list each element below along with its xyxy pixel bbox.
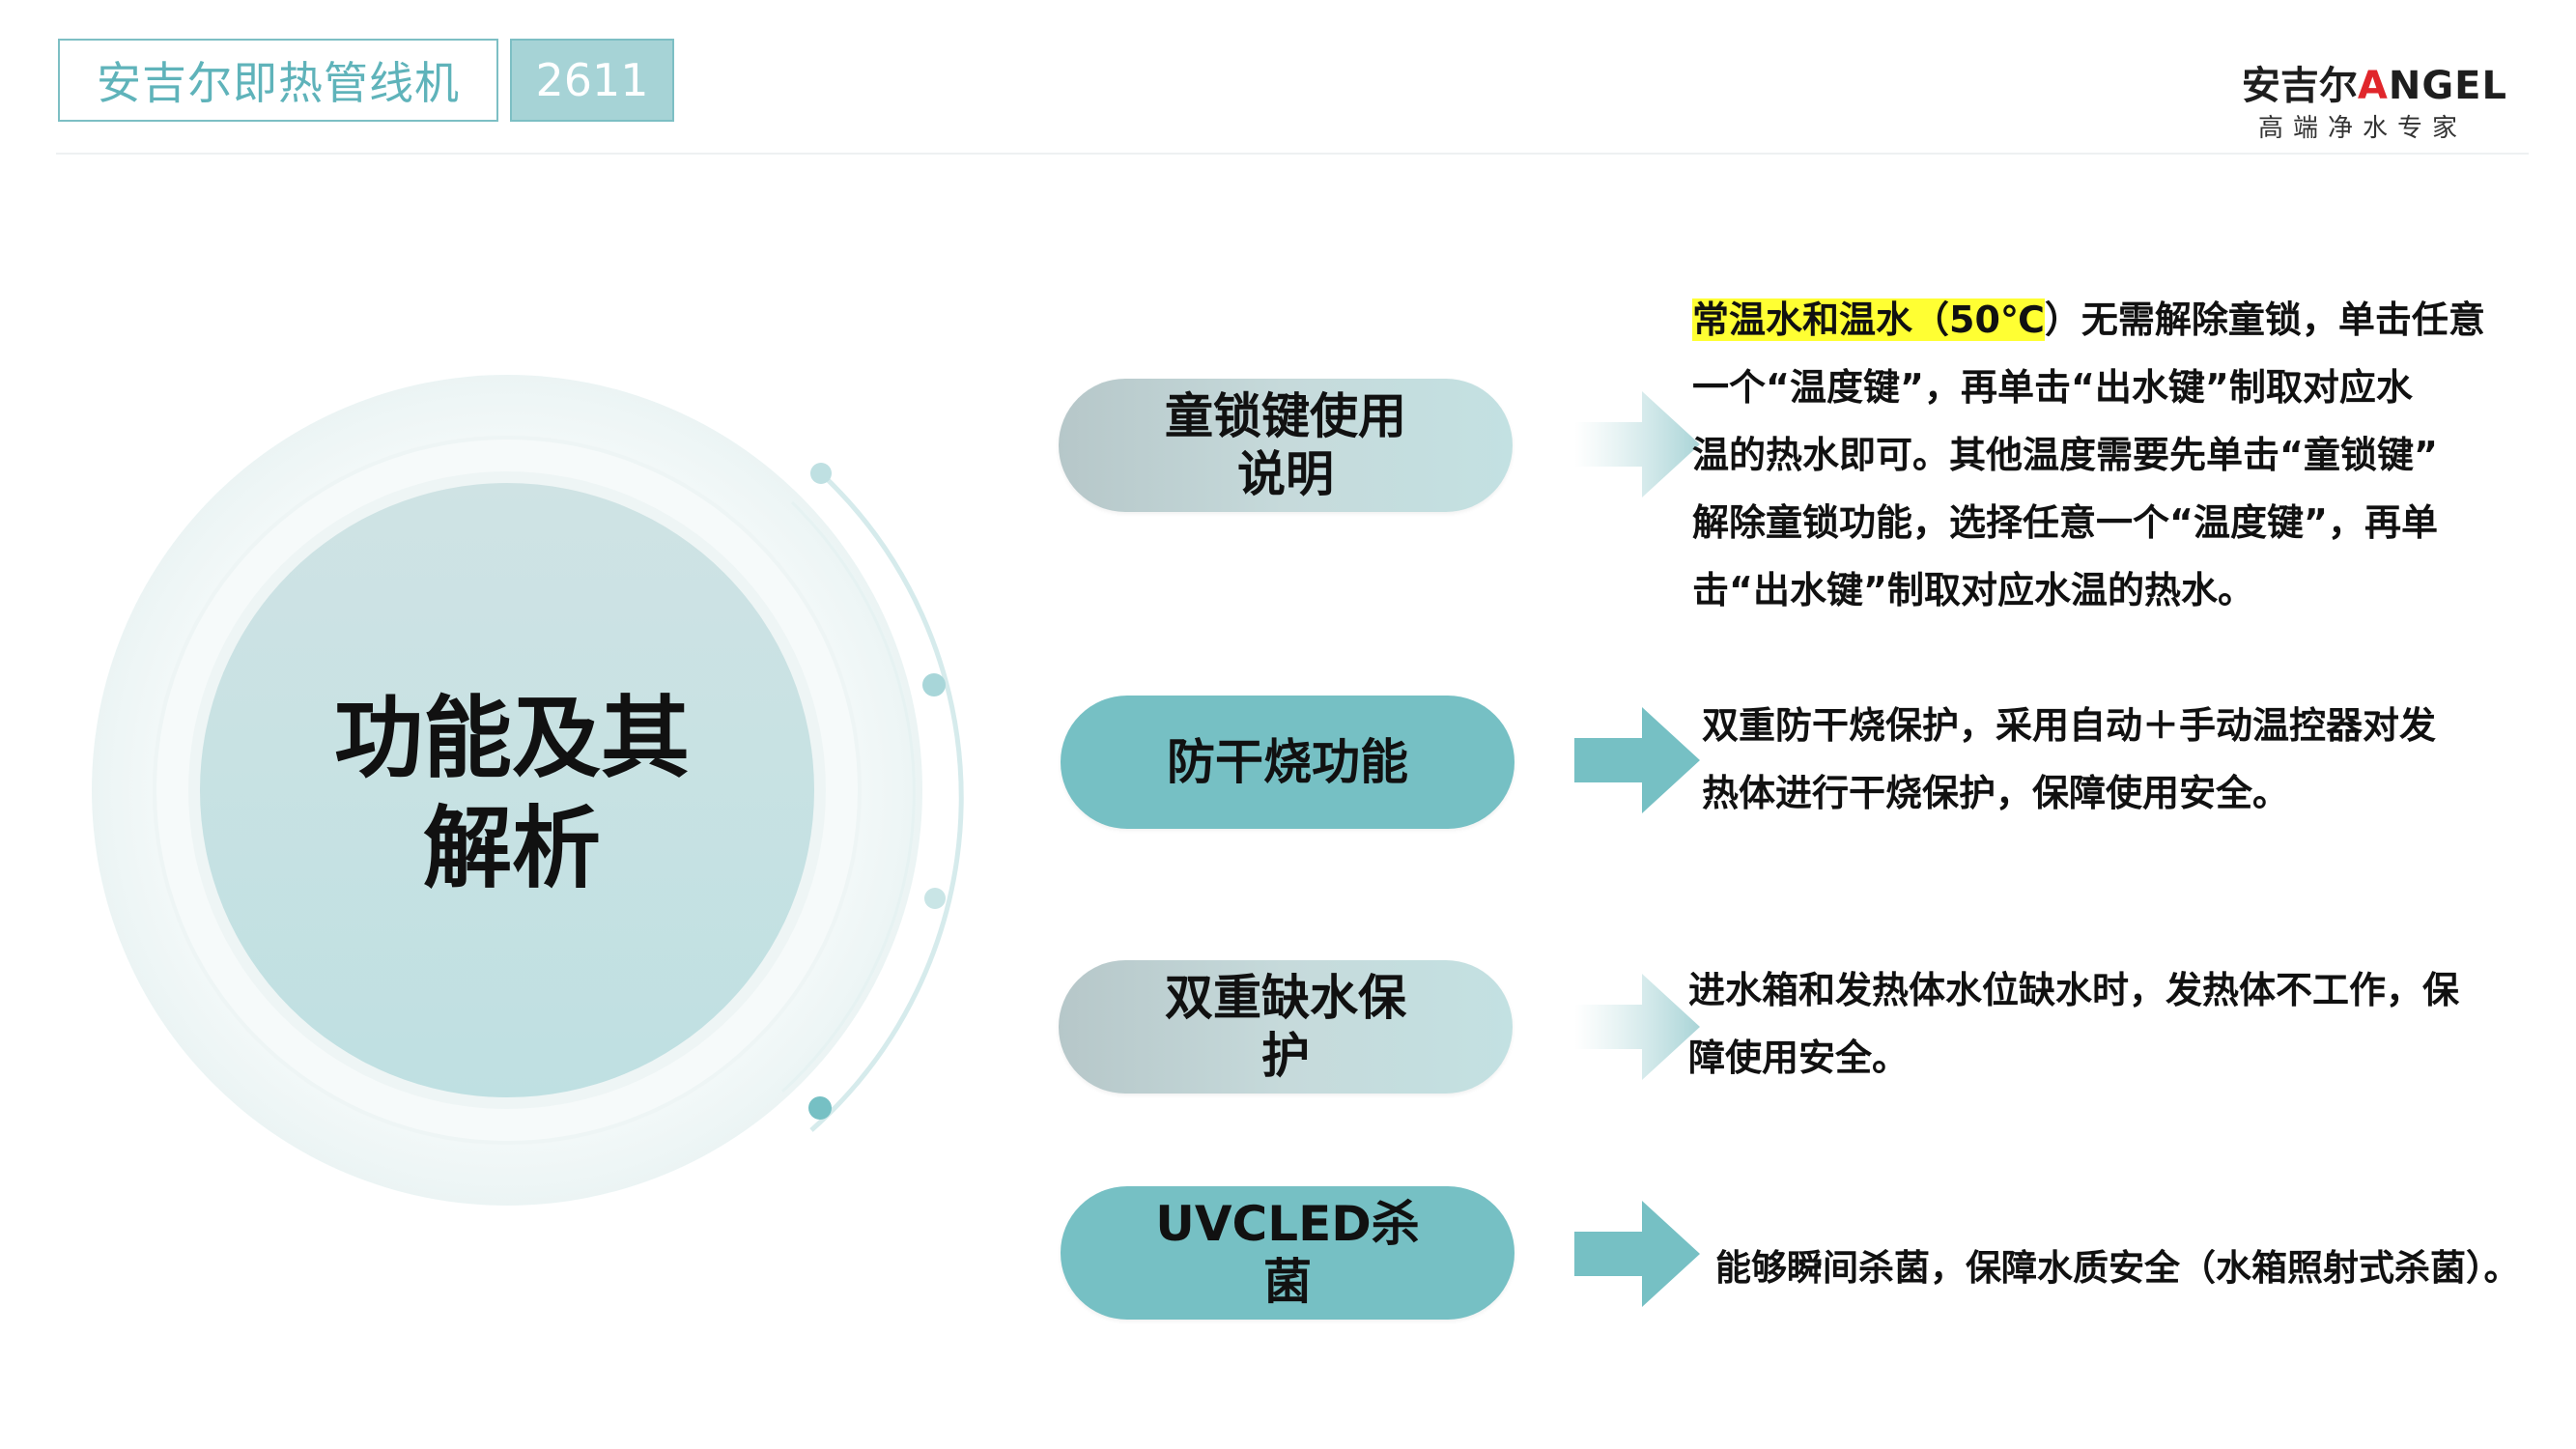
orbit-dot-1	[810, 463, 832, 484]
highlight-text: 常温水和温水（50℃	[1692, 298, 2045, 341]
orbit-arc	[809, 471, 964, 1132]
brand-logo-en: NGEL	[2388, 64, 2507, 108]
feature-pill-label: 护	[1261, 1028, 1310, 1084]
brand-logo: 安吉尔ANGEL	[2218, 54, 2507, 108]
feature-pill-label: UVCLED杀	[1155, 1196, 1420, 1252]
presentation-title-text: 安吉尔即热管线机	[97, 57, 460, 109]
feature-pill-label: 说明	[1237, 446, 1334, 502]
arrow-right-icon	[1574, 974, 1700, 1080]
arrow-right-icon	[1574, 1201, 1700, 1307]
orbit-dot-2	[922, 673, 946, 696]
feature-pill-anti-dry-burn: 防干烧功能	[1061, 696, 1514, 829]
feature-pill-water-shortage: 双重缺水保 护	[1059, 960, 1513, 1094]
main-title-line2: 解析	[422, 797, 601, 900]
model-code-badge: 2611	[510, 39, 674, 122]
model-code-text: 2611	[535, 54, 649, 106]
arrow-right-icon	[1574, 391, 1700, 497]
feature-desc-child-lock: 常温水和温水（50℃）无需解除童锁，单击任意 一个“温度键”，再单击“出水键”制…	[1692, 298, 2485, 611]
orbit-dot-4	[808, 1096, 832, 1120]
brand-logo-cn: 安吉尔	[2241, 64, 2358, 108]
feature-desc-anti-dry-burn: 双重防干烧保护，采用自动＋手动温控器对发 热体进行干烧保护，保障使用安全。	[1702, 704, 2437, 814]
feature-desc-uvled: 能够瞬间杀菌，保障水质安全（水箱照射式杀菌）。	[1715, 1247, 2520, 1289]
main-title-line1: 功能及其	[333, 687, 690, 790]
brand-logo-a-mark: A	[2357, 64, 2389, 108]
brand-tagline: 高端净水专家	[2258, 114, 2468, 143]
circle-decoration	[92, 375, 964, 1206]
feature-desc-water-shortage: 进水箱和发热体水位缺水时，发热体不工作，保 障使用安全。	[1688, 969, 2460, 1079]
arrow-right-icon	[1574, 707, 1700, 813]
feature-pill-label: 童锁键使用	[1165, 388, 1406, 444]
feature-pill-label: 菌	[1263, 1254, 1312, 1310]
feature-pill-label: 防干烧功能	[1167, 734, 1408, 790]
orbit-arc-inner	[780, 500, 916, 1094]
feature-pill-uvled: UVCLED杀 菌	[1061, 1186, 1514, 1320]
core-circle	[200, 483, 814, 1097]
presentation-title: 安吉尔即热管线机	[58, 39, 498, 122]
feature-pill-child-lock: 童锁键使用 说明	[1059, 379, 1513, 512]
orbit-dot-3	[924, 888, 946, 909]
main-title: 功能及其 解析	[222, 684, 802, 904]
feature-pill-label: 双重缺水保	[1165, 970, 1406, 1026]
header-divider	[56, 153, 2529, 155]
